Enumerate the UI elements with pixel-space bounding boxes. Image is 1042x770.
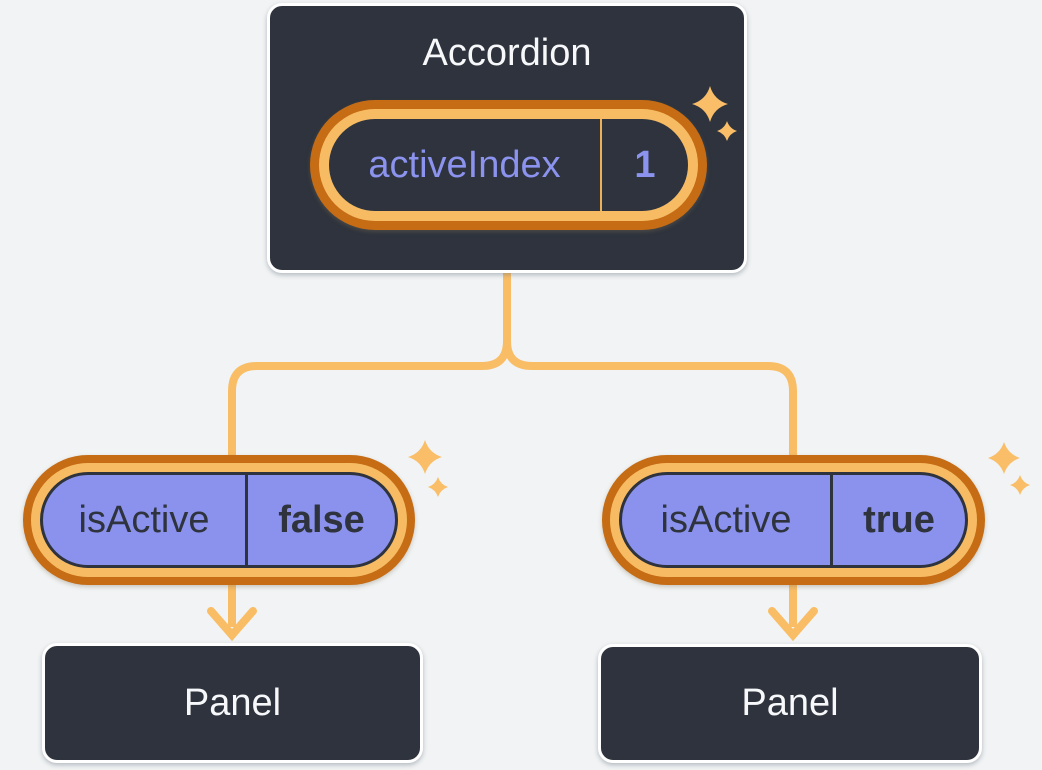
state-pill-core: activeIndex 1 xyxy=(329,119,688,211)
prop-value-right: true xyxy=(863,498,935,541)
state-value: 1 xyxy=(634,143,656,186)
prop-name-right: isActive xyxy=(660,498,792,541)
sparkle-icon xyxy=(408,440,442,474)
prop-pill-left: isActive false xyxy=(23,455,415,585)
arrowhead-left-icon xyxy=(207,607,257,642)
panel-right-title: Panel xyxy=(741,682,839,724)
panel-left-title: Panel xyxy=(183,681,282,724)
prop-name-left: isActive xyxy=(78,498,210,541)
prop-value-left: false xyxy=(278,498,365,541)
state-name: activeIndex xyxy=(368,143,561,186)
prop-pill-right: isActive true xyxy=(602,455,985,585)
prop-pill-right-core: isActive true xyxy=(619,472,968,568)
state-pill-activeindex: activeIndex 1 xyxy=(310,100,707,230)
sparkle-icon xyxy=(428,477,448,497)
panel-node-right: Panel xyxy=(598,644,982,763)
sparkle-icon xyxy=(1010,475,1030,495)
sparkle-icon xyxy=(988,442,1020,474)
prop-pill-right-divider xyxy=(830,475,833,565)
prop-pill-left-ring: isActive false xyxy=(31,463,407,577)
panel-node-left: Panel xyxy=(42,643,423,763)
accordion-title: Accordion xyxy=(422,32,592,74)
prop-pill-left-core: isActive false xyxy=(40,472,398,568)
state-pill-divider xyxy=(600,119,602,211)
state-pill-ring: activeIndex 1 xyxy=(319,109,698,221)
arrowhead-right-icon xyxy=(768,607,818,642)
prop-pill-right-ring: isActive true xyxy=(610,463,977,577)
